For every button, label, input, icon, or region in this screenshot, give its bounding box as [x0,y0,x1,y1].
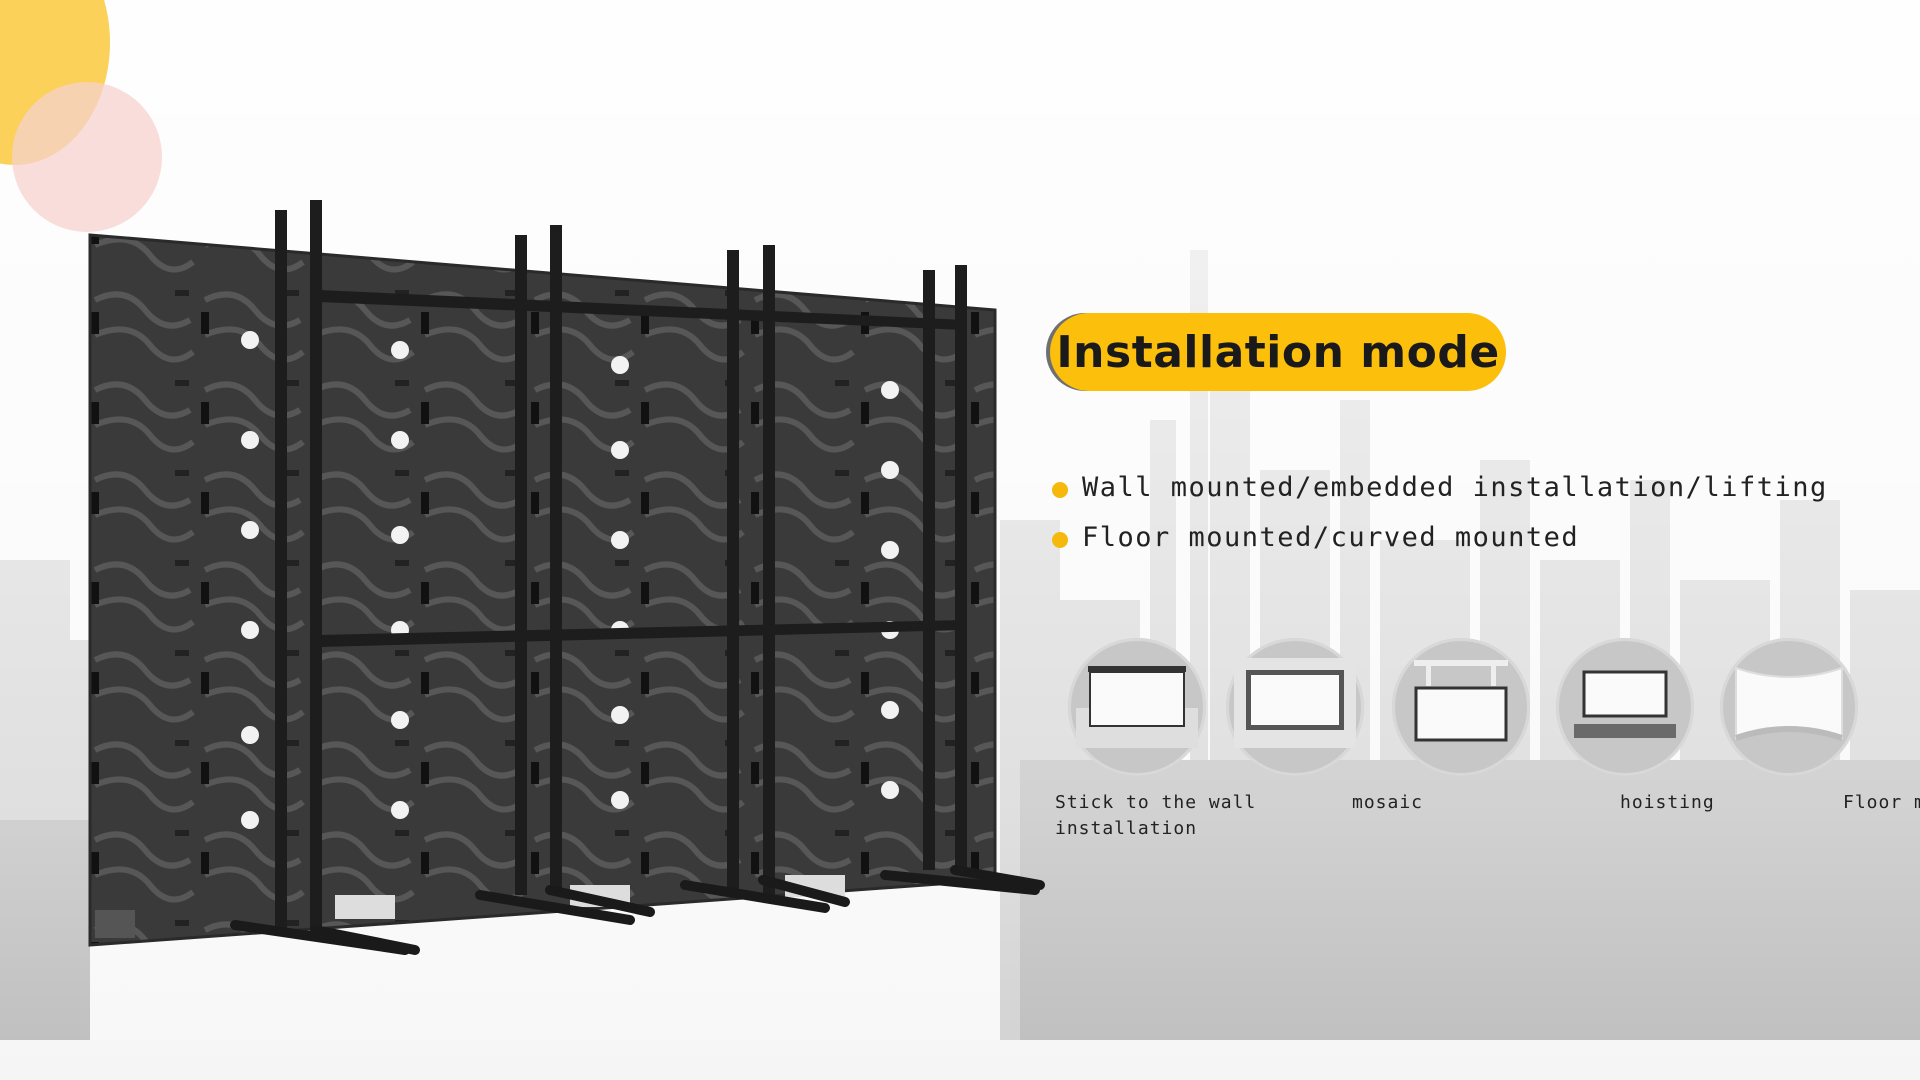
led-wall-product-image [88,200,1045,955]
mode-label-hoisting: hoisting [1620,790,1715,816]
bullet-dot-icon [1052,482,1068,498]
floor-stand-icon [1556,638,1694,776]
label-line: Stick to the wall [1055,792,1257,813]
feature-list: Wall mounted/embedded installation/lifti… [1052,462,1828,562]
mode-label-floor: Floor m [1843,790,1920,816]
label-line: hoisting [1620,792,1715,813]
mode-label-wall-stick: Stick to the wall installation [1055,790,1256,842]
title-pill: Installation mode [1050,313,1506,391]
curved-screen-icon [1720,638,1858,776]
label-line: installation [1055,818,1198,839]
label-line: mosaic [1352,792,1424,813]
mode-label-mosaic: mosaic [1352,790,1423,816]
page-title: Installation mode [1056,326,1500,378]
label-line: Floor m [1843,792,1920,813]
wall-stick-icon [1068,638,1206,776]
list-item: Wall mounted/embedded installation/lifti… [1052,462,1828,512]
mosaic-icon [1226,638,1364,776]
hoisting-icon [1392,638,1530,776]
bullet-dot-icon [1052,532,1068,548]
decor-circle-pink [12,82,162,232]
bullet-text: Floor mounted/curved mounted [1082,521,1580,553]
bullet-text: Wall mounted/embedded installation/lifti… [1082,471,1828,503]
list-item: Floor mounted/curved mounted [1052,512,1828,562]
